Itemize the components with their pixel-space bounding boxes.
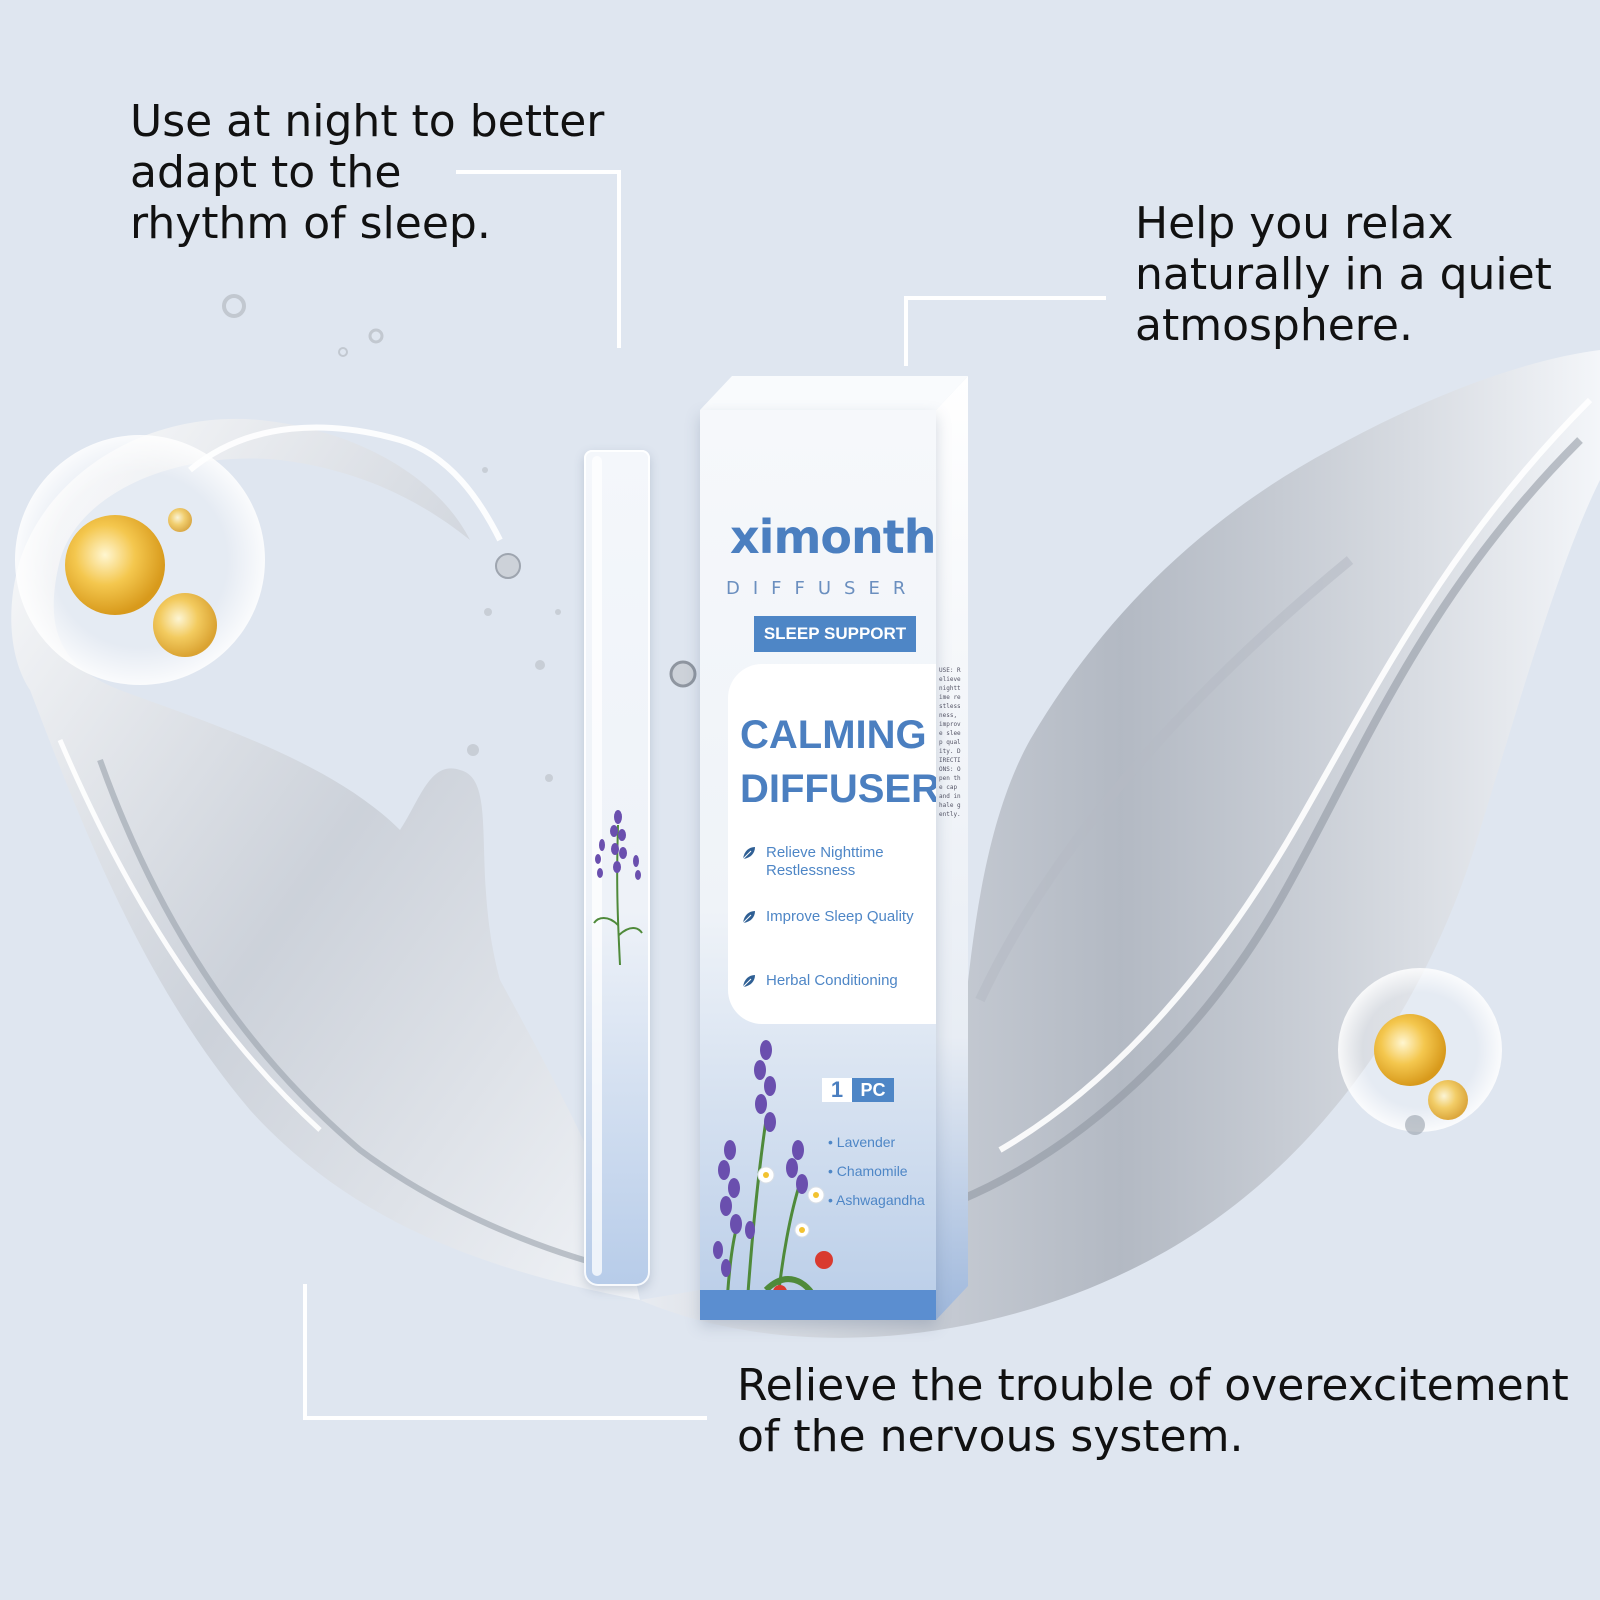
- callout-text-line: Help you relax: [1135, 198, 1454, 249]
- box-front: ximonth DIFFUSER SLEEP SUPPORT CALMING D…: [700, 410, 936, 1320]
- callout-line: [303, 1284, 307, 1420]
- callout-text-line: Relieve the trouble of overexcitement: [737, 1360, 1569, 1411]
- ingredient-item: Lavender: [828, 1128, 925, 1157]
- brand-logo: ximonth: [730, 510, 936, 564]
- feature-text: Herbal Conditioning: [766, 972, 898, 989]
- brand-sub: DIFFUSER: [726, 578, 919, 599]
- callout-text-line: atmosphere.: [1135, 300, 1413, 351]
- callout-line: [617, 170, 621, 348]
- info-panel: CALMING DIFFUSER Relieve Nighttime Restl…: [728, 664, 936, 1024]
- quantity-unit: PC: [852, 1078, 894, 1102]
- ingredient-item: Ashwagandha: [828, 1186, 925, 1215]
- product-box: USE: Relieve nighttime restlessness, imp…: [700, 376, 968, 1320]
- quantity-badge: 1 PC: [822, 1078, 894, 1102]
- callout-line: [904, 296, 1106, 300]
- callout-line: [904, 296, 908, 366]
- callout-text-line: of the nervous system.: [737, 1411, 1244, 1462]
- box-bottom-stripe: [700, 1290, 936, 1320]
- callout-text-line: naturally in a quiet: [1135, 249, 1552, 300]
- callout-text-line: Use at night to better: [130, 96, 605, 147]
- callout-text-line: rhythm of sleep.: [130, 198, 491, 249]
- feature-text: Improve Sleep Quality: [766, 908, 914, 925]
- box-side-text: USE: Relieve nighttime restlessness, imp…: [939, 667, 961, 818]
- callout-night-use: Use at night to better adapt to the rhyt…: [130, 96, 604, 249]
- box-top: [700, 376, 968, 410]
- callout-relax: Help you relax naturally in a quiet atmo…: [1135, 198, 1552, 351]
- callout-line: [456, 170, 621, 174]
- callout-text-line: adapt to the: [130, 147, 402, 198]
- ingredient-item: Chamomile: [828, 1157, 925, 1186]
- callout-line: [303, 1416, 707, 1420]
- diffuser-vial: [584, 450, 650, 1286]
- lavender-sprig: [593, 810, 643, 965]
- lavender-flowers-illustration: [713, 1040, 833, 1320]
- sleep-support-badge: SLEEP SUPPORT: [754, 616, 916, 652]
- callout-nervous-system: Relieve the trouble of overexcitement of…: [737, 1360, 1569, 1462]
- leaf-icon: [742, 847, 755, 860]
- title-line: CALMING: [740, 713, 927, 757]
- title-line: DIFFUSER: [740, 767, 936, 811]
- quantity-number: 1: [822, 1078, 852, 1102]
- ingredient-list: Lavender Chamomile Ashwagandha: [828, 1128, 925, 1215]
- product-title: CALMING DIFFUSER: [740, 708, 936, 816]
- box-side: [936, 376, 968, 1320]
- feature-text: Relieve Nighttime Restlessness: [766, 844, 884, 879]
- leaf-icon: [742, 911, 755, 924]
- leaf-icon: [742, 975, 755, 988]
